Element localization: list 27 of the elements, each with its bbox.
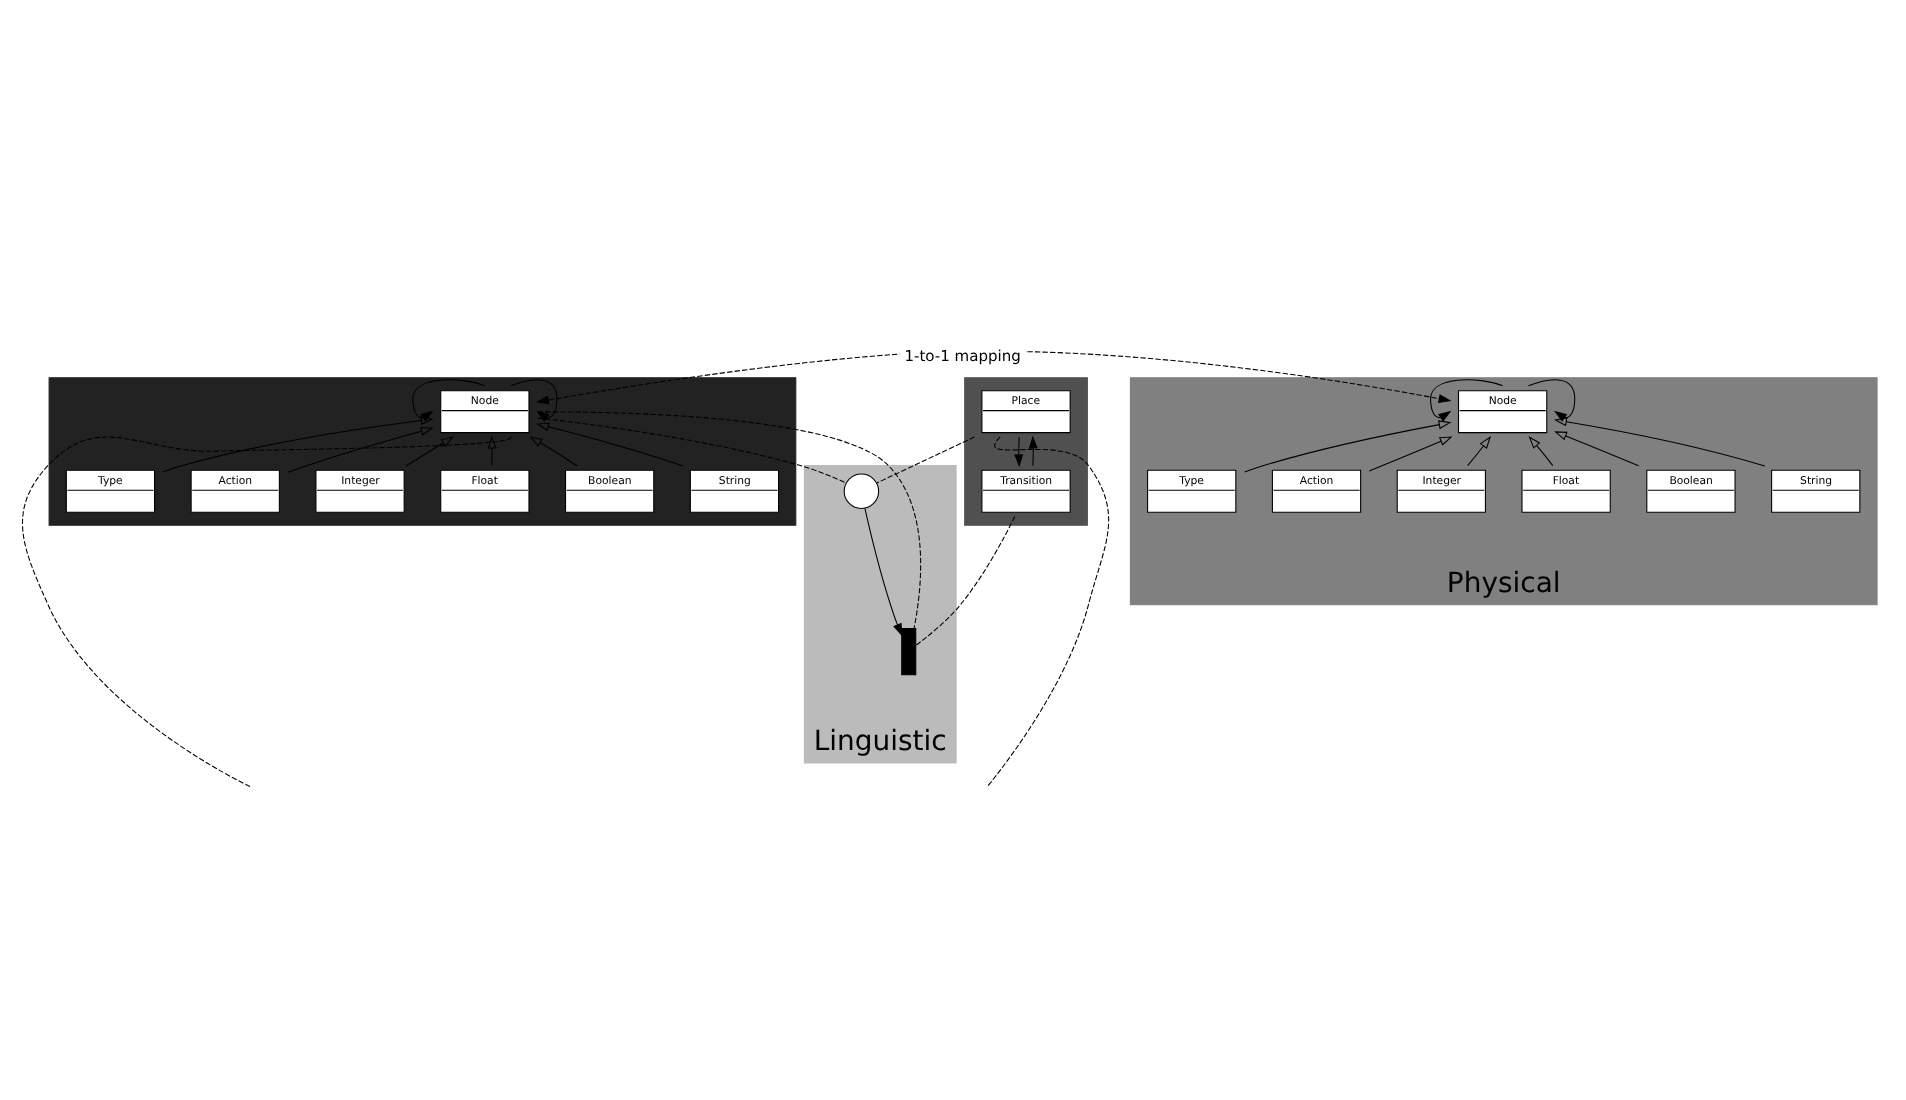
arrow xyxy=(1367,435,1452,471)
connector xyxy=(536,416,846,483)
node-circle xyxy=(842,472,879,509)
cluster: Linguistic xyxy=(802,463,956,763)
arrow xyxy=(286,425,433,472)
connector xyxy=(914,515,1015,645)
arrow xyxy=(1553,430,1639,466)
arrow xyxy=(411,378,485,421)
arrow xyxy=(1553,416,1765,466)
arrow xyxy=(1027,434,1037,466)
arrow xyxy=(486,434,496,466)
arrow xyxy=(1466,434,1491,466)
connector xyxy=(985,435,1109,787)
cluster xyxy=(963,376,1087,525)
node-bar xyxy=(900,626,916,675)
arrow xyxy=(161,415,433,472)
connector xyxy=(21,435,511,787)
arrow xyxy=(404,435,453,466)
arrow xyxy=(528,435,577,466)
arrow xyxy=(1013,435,1023,467)
arrow xyxy=(535,421,683,466)
arrow xyxy=(1526,378,1575,421)
arrow xyxy=(863,506,902,636)
arrow xyxy=(1527,435,1553,466)
arrow xyxy=(1243,419,1451,472)
arrow xyxy=(1429,378,1503,421)
connector xyxy=(875,435,974,483)
